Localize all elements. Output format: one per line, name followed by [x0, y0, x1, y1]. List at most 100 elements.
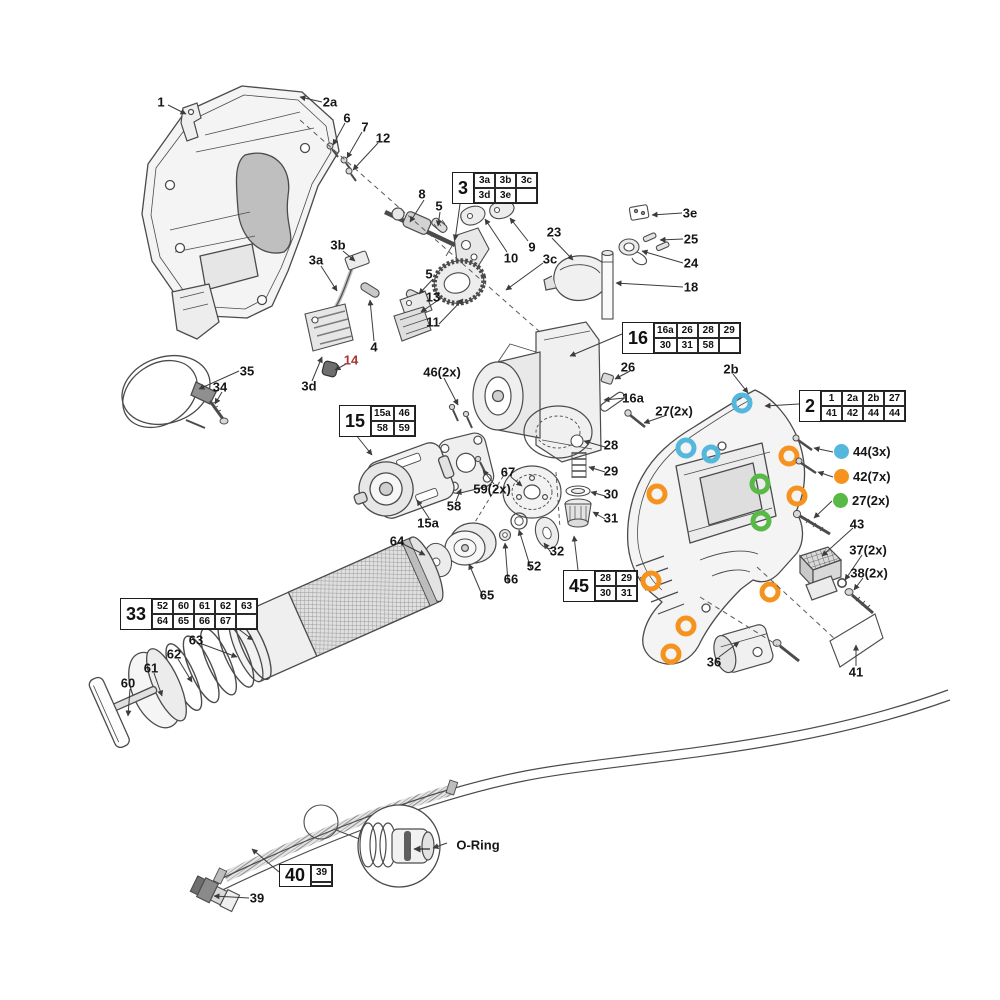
ref-box-2-cell: 44	[884, 406, 906, 421]
plate-32-drawing	[534, 516, 560, 550]
part-label-38-2x-: 38(2x)	[850, 565, 888, 581]
part-label-52: 52	[526, 558, 542, 574]
part-label-8: 8	[418, 186, 426, 202]
part-label-63: 63	[188, 632, 204, 648]
screw-27-drawing	[624, 409, 646, 429]
label-plate-41-drawing	[829, 613, 884, 668]
washer-66-drawing	[498, 528, 512, 542]
ref-box-16-cell: 58	[697, 338, 719, 353]
ref-box-40-number: 40	[280, 865, 312, 886]
grommet-14-drawing	[321, 360, 339, 378]
ref-box-2-cell: 44	[863, 406, 885, 421]
housing-left-2a-drawing	[141, 85, 340, 340]
ref-box-16-cell: 26	[676, 323, 698, 338]
part-label-41: 41	[848, 664, 864, 680]
legend-item-42-7x-: 42(7x)	[834, 469, 891, 484]
ref-box-33-cell: 65	[173, 614, 195, 629]
part-label-5: 5	[435, 198, 443, 214]
part-label-28: 28	[603, 437, 619, 453]
part-label-27-2x-: 27(2x)	[655, 403, 693, 419]
pin-4-drawing	[360, 282, 380, 298]
ref-box-45-cell: 31	[616, 586, 638, 601]
part-label-36: 36	[706, 654, 722, 670]
screw-34-drawing	[208, 400, 229, 425]
part-label-58: 58	[446, 498, 462, 514]
part-label-3d: 3d	[301, 378, 317, 394]
legend-item-27-2x-: 27(2x)	[833, 493, 890, 508]
part-label-14: 14	[343, 352, 359, 368]
part-label-3b: 3b	[330, 237, 346, 253]
housing-screws-drawing	[792, 434, 831, 536]
ref-box-2-cell: 2a	[842, 391, 864, 406]
ref-box-33-cell	[236, 614, 258, 629]
cable-3a-drawing	[332, 250, 370, 312]
part-label-15a: 15a	[417, 515, 439, 531]
part-label-43: 43	[849, 516, 865, 532]
part-label-6: 6	[343, 110, 351, 126]
ref-box-33-cell: 63	[236, 599, 258, 614]
part-label-59-2x-: 59(2x)	[473, 481, 511, 497]
pump-assembly-16-drawing	[472, 321, 602, 463]
part-label-25: 25	[683, 231, 699, 247]
valve-stack-drawing	[564, 434, 592, 528]
ref-box-3-cell: 3e	[495, 188, 517, 203]
screws-46-drawing	[448, 403, 473, 429]
part-label-7: 7	[361, 119, 369, 135]
assembly-axes-dashed	[299, 119, 837, 646]
ref-box-45-number: 45	[564, 571, 596, 601]
part-label-1: 1	[157, 94, 165, 110]
levers-9-10-drawing	[460, 199, 515, 226]
ref-box-33-number: 33	[121, 599, 153, 629]
ref-box-15-cell: 15a	[371, 406, 394, 421]
ref-box-33-cell: 67	[215, 614, 237, 629]
terminal-block-3d-drawing	[304, 303, 354, 352]
part-label-26: 26	[620, 359, 636, 375]
part-label-3c: 3c	[542, 251, 558, 267]
tube-18-drawing	[601, 249, 614, 320]
highlight-rings-blue	[675, 392, 753, 464]
part-label-60: 60	[120, 675, 136, 691]
ref-box-16-cell: 31	[676, 338, 698, 353]
part-label-12: 12	[375, 130, 391, 146]
ref-box-40-cell	[311, 882, 333, 886]
part-label-31: 31	[603, 510, 619, 526]
piston-65-drawing	[444, 522, 497, 566]
ref-box-3-number: 3	[453, 173, 475, 203]
part-label-35: 35	[239, 363, 255, 379]
screws-38-drawing	[772, 588, 874, 663]
ref-box-2-number: 2	[800, 391, 822, 421]
legend-label: 44(3x)	[853, 444, 891, 459]
part-label-16a: 16a	[622, 390, 644, 406]
hose-magnifier-marker	[303, 804, 363, 841]
part-label-2a: 2a	[322, 94, 338, 110]
ref-box-45-cell: 29	[616, 571, 638, 586]
ref-box-33-cell: 66	[194, 614, 216, 629]
ref-box-15-cell: 58	[371, 421, 394, 436]
ref-box-16-cell: 29	[718, 323, 740, 338]
clips-25-drawing	[642, 232, 670, 252]
o-ring-callout: O-Ring	[456, 837, 500, 853]
ref-box-2-cell: 2b	[863, 391, 885, 406]
leader-lines	[125, 95, 864, 900]
part-label-9: 9	[528, 239, 536, 255]
o-ring-detail-circle	[357, 804, 441, 888]
ref-box-16-cell: 28	[697, 323, 719, 338]
part-label-24: 24	[683, 255, 699, 271]
ref-box-2-cell: 1	[821, 391, 843, 406]
hose-40-drawing	[199, 689, 951, 899]
part-label-37-2x-: 37(2x)	[849, 542, 887, 558]
barrel-group-drawing	[88, 536, 444, 749]
ref-box-2-cell: 42	[842, 406, 864, 421]
part-label-30: 30	[603, 486, 619, 502]
ref-box-3-cell	[516, 188, 538, 203]
coupler-36-drawing	[713, 624, 774, 674]
part-label-64: 64	[389, 533, 405, 549]
part-label-39: 39	[249, 890, 265, 906]
ring-52-drawing	[510, 512, 528, 530]
part-label-23: 23	[546, 224, 562, 240]
ref-box-45-cell: 28	[595, 571, 617, 586]
